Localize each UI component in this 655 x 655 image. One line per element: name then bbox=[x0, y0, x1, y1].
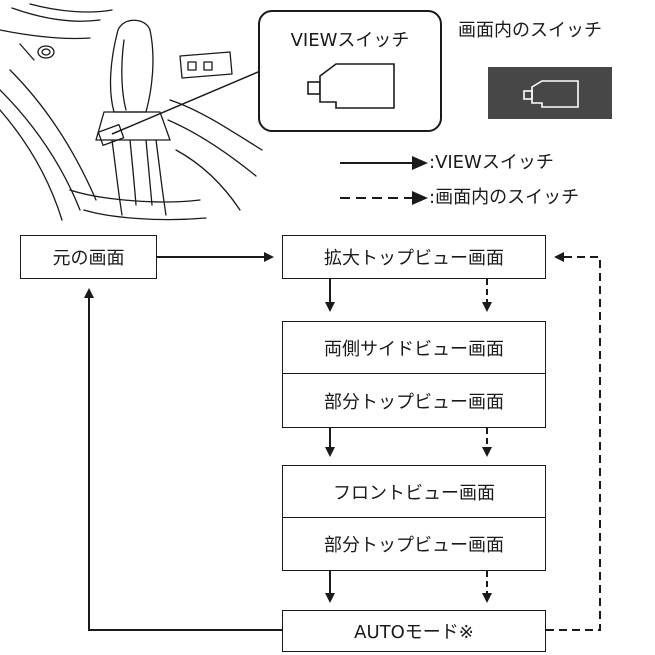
flow-partial-top-view-2: 部分トップビュー画面 bbox=[282, 517, 546, 571]
flow-both-side-view: 両側サイドビュー画面 bbox=[282, 321, 546, 375]
legend-solid-label: :VIEWスイッチ bbox=[429, 152, 554, 173]
legend-dashed-label: :画面内のスイッチ bbox=[429, 187, 580, 208]
screen-switch-button bbox=[488, 67, 612, 119]
flow-partial-top-view-1: 部分トップビュー画面 bbox=[282, 373, 546, 428]
view-switch-callout: VIEWスイッチ bbox=[258, 10, 442, 132]
view-switch-title: VIEWスイッチ bbox=[290, 30, 410, 51]
flow-front-view: フロントビュー画面 bbox=[282, 465, 546, 519]
flow-original-screen: 元の画面 bbox=[20, 235, 157, 279]
flow-auto-mode: AUTOモード※ bbox=[282, 610, 546, 652]
flow-enlarged-top-view: 拡大トップビュー画面 bbox=[282, 235, 546, 279]
camera-view-icon bbox=[523, 80, 579, 108]
camera-view-icon bbox=[307, 63, 395, 109]
shift-console-illustration bbox=[0, 3, 263, 221]
legend-lines bbox=[340, 156, 428, 205]
screen-switch-title: 画面内のスイッチ bbox=[458, 20, 602, 41]
